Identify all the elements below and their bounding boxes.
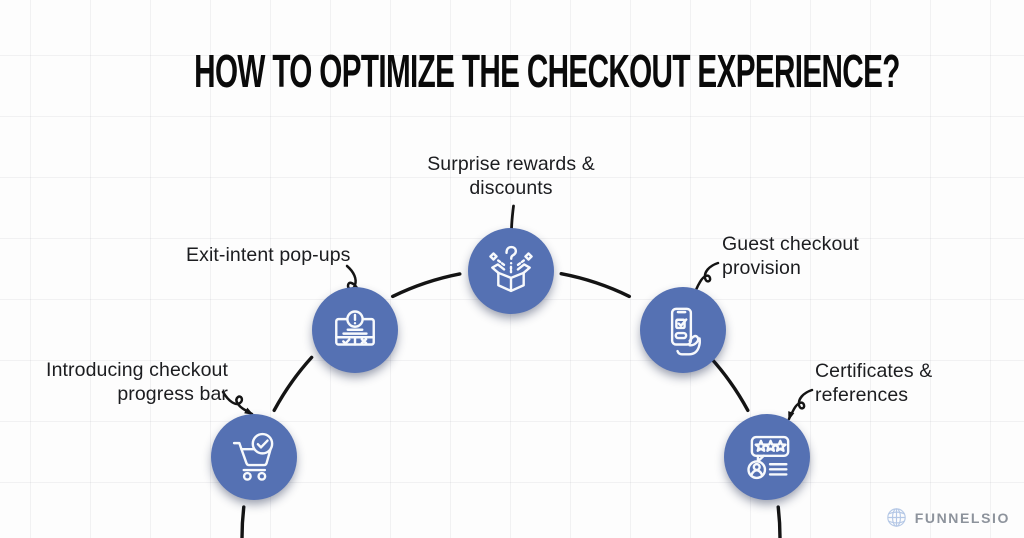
badge-guest-checkout — [640, 287, 726, 373]
badge-certificates — [724, 414, 810, 500]
page-title: HOW TO OPTIMIZE THE CHECKOUT EXPERIENCE? — [194, 45, 900, 97]
popup-window-alert-icon — [335, 310, 375, 346]
hand-holding-phone-checkbox-icon — [670, 307, 702, 356]
badge-exit-intent — [312, 287, 398, 373]
badge-progress-bar — [211, 414, 297, 500]
open-gift-box-question-icon — [489, 245, 533, 293]
label-surprise-rewards: Surprise rewards & discounts — [427, 153, 595, 199]
arrow-to-certificates — [787, 388, 814, 421]
review-stars-profile-icon — [747, 435, 790, 480]
label-guest-checkout: Guest checkout provision — [722, 233, 859, 279]
cart-with-checkmark-icon — [232, 432, 274, 481]
badge-surprise-rewards — [468, 228, 554, 314]
brand-name: FUNNELSIO — [914, 509, 1010, 526]
funnelsio-logo-icon — [886, 508, 906, 527]
label-certificates: Certificates & references — [815, 360, 933, 406]
brand-logo: FUNNELSIO — [885, 506, 1010, 529]
label-progress-bar: Introducing checkout progress bar — [46, 359, 228, 405]
label-exit-intent: Exit-intent pop-ups — [186, 244, 351, 266]
